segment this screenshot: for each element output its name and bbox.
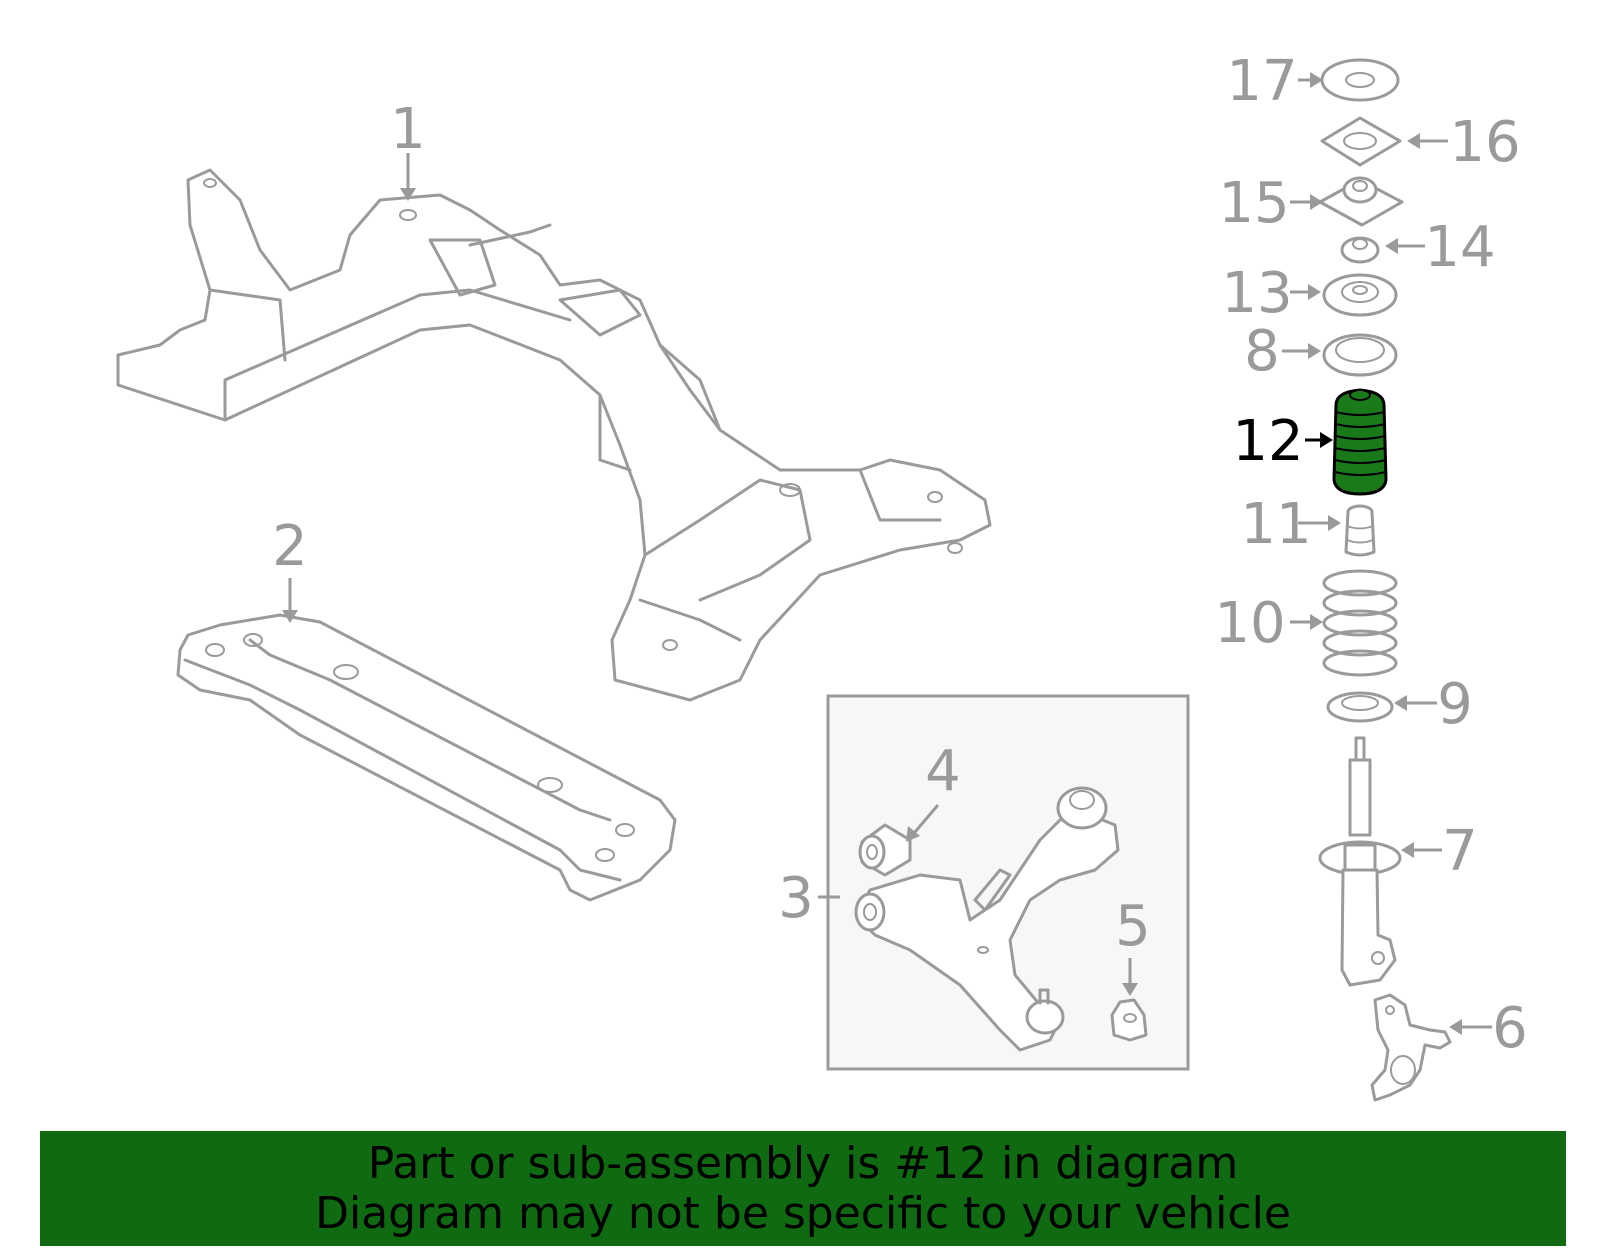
part-9-spring-insulator[interactable] (1326, 691, 1394, 723)
part-17-gasket[interactable] (1320, 58, 1400, 102)
callout-arrows (282, 72, 1492, 1035)
callout-label-3[interactable]: 3 (778, 866, 814, 931)
part-12-boot-highlighted[interactable] (1332, 388, 1388, 496)
callout-label-11[interactable]: 11 (1240, 492, 1311, 557)
part-8-spring-seat[interactable] (1322, 333, 1398, 377)
callout-label-12-active[interactable]: 12 (1232, 409, 1303, 474)
part-3-control-arm[interactable] (854, 786, 1120, 1052)
part-5-ball-joint-boot[interactable] (1110, 998, 1148, 1042)
part-7-strut[interactable] (1318, 736, 1402, 987)
info-banner: Part or sub-assembly is #12 in diagram D… (40, 1131, 1566, 1246)
banner-line-1: Part or sub-assembly is #12 in diagram (367, 1137, 1239, 1189)
callout-label-14[interactable]: 14 (1424, 215, 1495, 280)
banner-line-2: Diagram may not be specific to your vehi… (315, 1187, 1291, 1239)
part-16-plate[interactable] (1320, 116, 1402, 167)
callout-label-6[interactable]: 6 (1492, 996, 1528, 1061)
callout-label-13[interactable]: 13 (1221, 261, 1292, 326)
callout-label-2[interactable]: 2 (272, 514, 308, 579)
part-11-bump-stop[interactable] (1344, 504, 1376, 557)
callout-label-16[interactable]: 16 (1449, 110, 1520, 175)
callout-label-10[interactable]: 10 (1214, 591, 1285, 656)
callout-labels: 1 2 3 4 5 6 7 8 9 10 11 12 13 14 15 16 1… (272, 49, 1528, 1061)
part-4-bushing[interactable] (858, 823, 912, 877)
callout-label-1[interactable]: 1 (390, 97, 426, 162)
callout-label-5[interactable]: 5 (1115, 894, 1151, 959)
part-13-insulator[interactable] (1322, 273, 1398, 317)
callout-label-15[interactable]: 15 (1218, 171, 1289, 236)
callout-label-17[interactable]: 17 (1226, 49, 1297, 114)
part-2-crossmember[interactable] (176, 613, 677, 902)
part-1-subframe[interactable] (116, 168, 992, 702)
part-10-coil-spring[interactable] (1322, 569, 1398, 677)
callout-label-9[interactable]: 9 (1437, 672, 1473, 737)
part-14-bearing[interactable] (1340, 236, 1380, 264)
part-6-steering-knuckle[interactable] (1370, 993, 1452, 1102)
callout-label-4[interactable]: 4 (925, 739, 961, 804)
callout-label-8[interactable]: 8 (1244, 319, 1280, 384)
callout-label-7[interactable]: 7 (1442, 819, 1478, 884)
part-15-strut-mount[interactable] (1318, 176, 1404, 227)
